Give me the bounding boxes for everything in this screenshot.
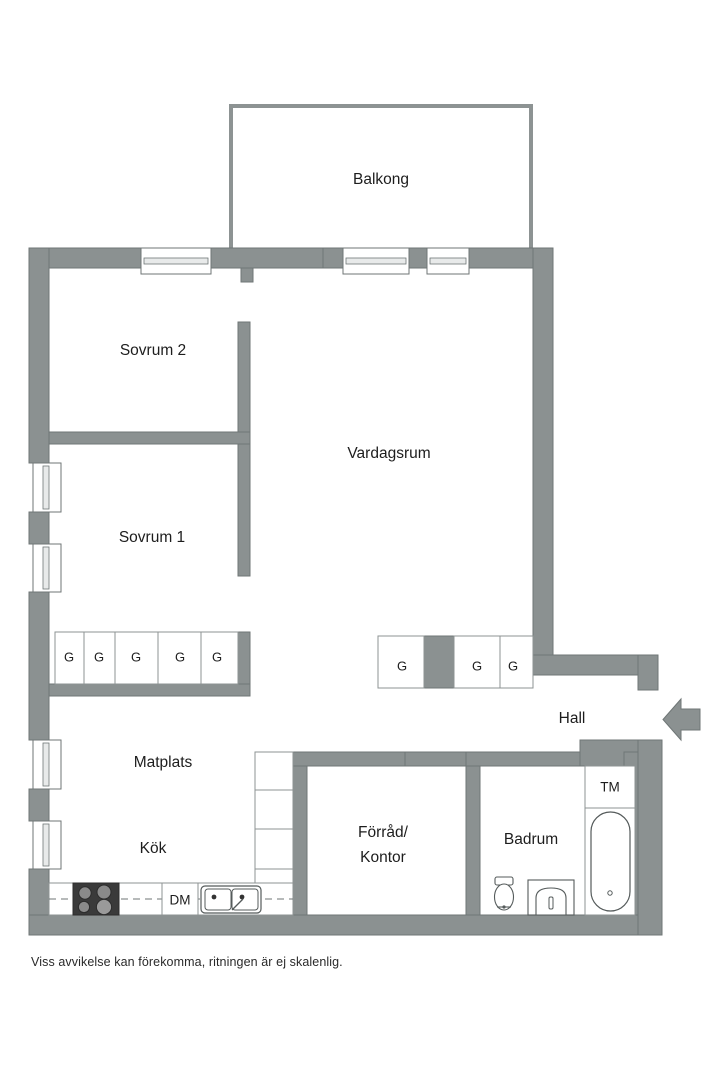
- room-label-balkong: Balkong: [353, 171, 409, 188]
- room-label-forrad-kontor-line2: Kontor: [360, 849, 406, 866]
- room-label-matplats: Matplats: [134, 754, 193, 771]
- closet-label-living-1: G: [397, 658, 407, 673]
- room-label-hall: Hall: [559, 710, 586, 727]
- wall-pier-left-of-balcony-door: [322, 247, 344, 269]
- room-label-sovrum1: Sovrum 1: [119, 529, 185, 546]
- dishwasher-label: DM: [170, 893, 191, 908]
- washbasin-icon: [527, 879, 575, 916]
- wall-structure: [28, 247, 663, 936]
- disclaimer-text: Viss avvikelse kan förekomma, ritningen …: [31, 955, 343, 969]
- washing-machine-label: TM: [600, 780, 620, 795]
- washing-machine-cell: [584, 765, 636, 809]
- window-sovrum2-north: [140, 247, 212, 275]
- window-balcony-door-right: [426, 247, 470, 275]
- closet-label-living-2: G: [472, 658, 482, 673]
- window-matplats-west-upper: [32, 739, 62, 790]
- closet-label-living-3: G: [508, 658, 518, 673]
- closet-label-bedroom-4: G: [175, 649, 185, 664]
- bathtub-icon: [590, 811, 631, 912]
- dishwasher-cell: [161, 882, 199, 916]
- closet-row-bedroom: G G G G G: [54, 631, 239, 685]
- closet-row-livingroom: G G G: [377, 635, 534, 689]
- room-label-sovrum2: Sovrum 2: [120, 342, 186, 359]
- closet-label-bedroom-2: G: [94, 649, 104, 664]
- kitchen-sink-icon: [200, 885, 262, 914]
- closet-label-bedroom-5: G: [212, 649, 222, 664]
- window-balcony-door-left: [342, 247, 410, 275]
- room-label-forrad-kontor-line1: Förråd/: [358, 824, 409, 841]
- window-sovrum1-west-lower: [32, 543, 62, 593]
- entrance-door-arrow-icon: [662, 697, 701, 742]
- windows-group: [32, 247, 470, 870]
- closet-label-bedroom-3: G: [131, 649, 141, 664]
- stove-cooktop-icon: [72, 882, 120, 916]
- room-label-vardagsrum: Vardagsrum: [347, 445, 430, 462]
- room-label-badrum: Badrum: [504, 831, 558, 848]
- toilet-icon: [493, 876, 515, 911]
- closet-label-bedroom-1: G: [64, 649, 74, 664]
- window-sovrum1-west-upper: [32, 462, 62, 513]
- bathroom-fixtures: TM: [493, 765, 636, 916]
- kitchen-fixtures: DM: [48, 751, 294, 916]
- room-label-kok: Kök: [140, 840, 167, 857]
- room-labels: Balkong Sovrum 2 Vardagsrum Sovrum 1 Hal…: [119, 171, 586, 866]
- window-kok-west-lower: [32, 820, 62, 870]
